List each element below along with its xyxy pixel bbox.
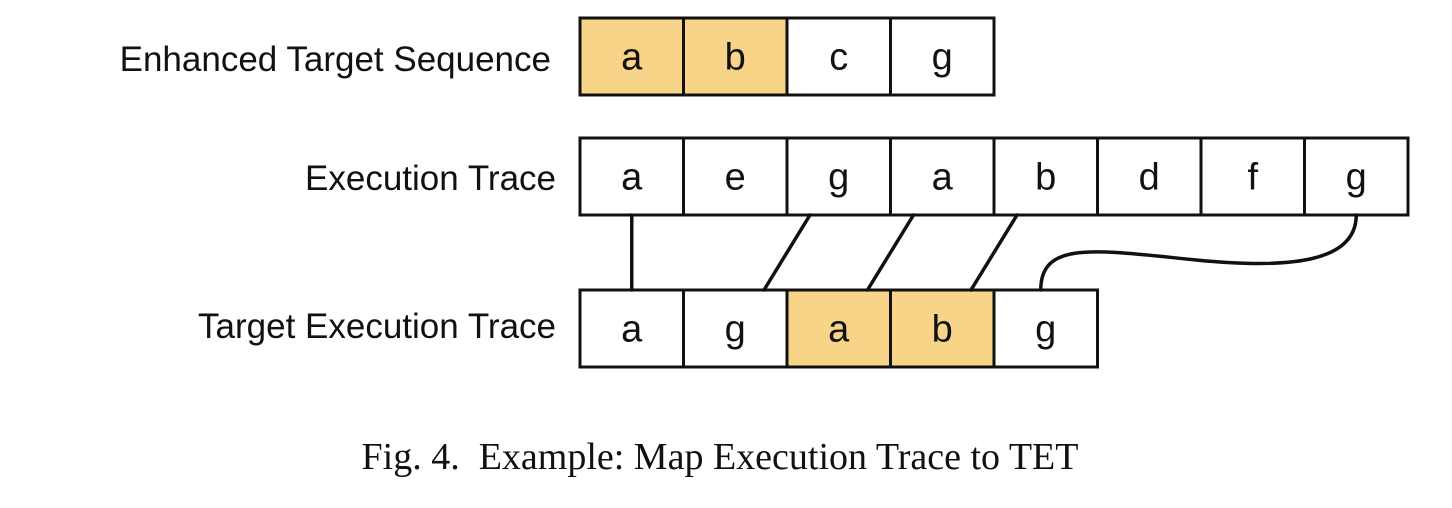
tet-cell-text: g [1035,309,1056,351]
tet-cell-text: b [932,309,953,351]
et-cell: b [992,136,1099,217]
et-cell-text: e [725,157,746,199]
et-cell-box [889,136,996,217]
mapping-connector [1039,213,1358,292]
ets-cell: a [578,16,685,97]
et-cell-text: b [1035,157,1056,199]
mapping-connectors [630,213,1358,292]
ets-cell-box [889,16,996,97]
tet-cell-text: g [725,309,746,351]
et-cell: e [682,136,789,217]
et-cell-box [1096,136,1203,217]
et-cell: a [578,136,685,217]
ets-cell: b [682,16,789,97]
tet-cell-box [889,288,996,369]
ets-cell-text: b [725,37,746,79]
ets-cell-text: c [829,37,848,79]
execution-trace-label: Execution Trace [305,159,556,198]
ets-cell-box [682,16,789,97]
et-cell-text: g [1346,157,1367,199]
tet-cell: b [889,288,996,369]
mapping-connector [969,213,1019,292]
tet-cell-box [682,288,789,369]
et-cell-text: a [932,157,954,199]
tet-cell-box [992,288,1099,369]
tet-cell-text: a [828,309,850,351]
et-cell-text: g [828,157,849,199]
et-cell-text: d [1139,157,1160,199]
tet-cell-text: a [621,309,643,351]
tet-cell: a [785,288,892,369]
et-cell-box [1303,136,1410,217]
et-cell: g [785,136,892,217]
et-cell-box [992,136,1099,217]
ets-cell-text: a [621,37,643,79]
tet-cell-box [578,288,685,369]
tet-cell: g [992,288,1099,369]
mapping-connector [865,213,916,292]
ets-cell-box [785,16,892,97]
et-cell: d [1096,136,1203,217]
tet-cell: g [682,288,789,369]
target-execution-trace-label: Target Execution Trace [198,307,556,346]
figure-caption: Fig. 4. Example: Map Execution Trace to … [362,436,1079,478]
et-cell: f [1199,136,1306,217]
et-cell-box [682,136,789,217]
et-cell: g [1303,136,1410,217]
et-cell: a [889,136,996,217]
ets-cell: c [785,16,892,97]
ets-cell-text: g [932,37,953,79]
et-cell-text: a [621,157,643,199]
tet-cell: a [578,288,685,369]
ets-cell-box [578,16,685,97]
et-cell-box [785,136,892,217]
et-cell-text: f [1247,157,1258,199]
enhanced-target-sequence-label: Enhanced Target Sequence [120,40,551,79]
ets-cell: g [889,16,996,97]
mapping-connector [762,213,812,292]
